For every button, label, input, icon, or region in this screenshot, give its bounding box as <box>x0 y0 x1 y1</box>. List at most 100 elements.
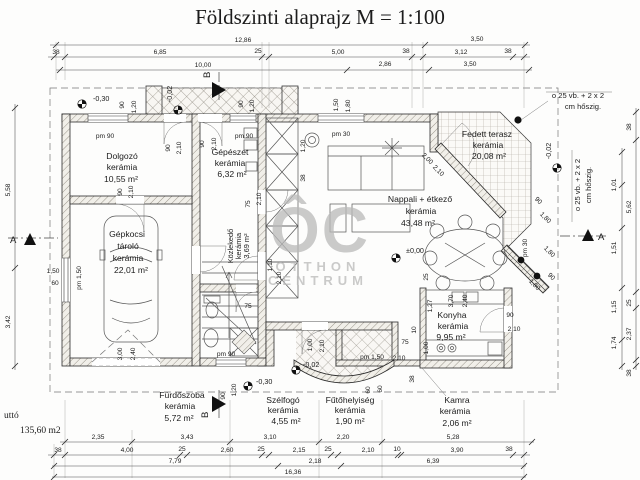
dim-label: 38 <box>54 447 62 454</box>
dim-label: 2,10 <box>319 339 326 352</box>
dim-label: 60 <box>51 280 59 287</box>
dim-label: 1,20 <box>131 100 138 113</box>
room-szelfogo: Szélfogó kerámia 4,55 m² <box>266 395 300 426</box>
room-area: 4,55 m² <box>271 416 300 426</box>
mechanical-units <box>243 127 258 172</box>
room-kozlekedo: Közlekedő kerámia 3,69 m² <box>226 229 251 264</box>
room-kamra: Kamra kerámia 2,06 m² <box>421 367 472 428</box>
dim-label: 90 <box>119 101 126 109</box>
dim-label: 2,40 <box>462 294 469 307</box>
dim-label: pm 90 <box>217 351 236 358</box>
dim-label: 90 <box>238 100 245 108</box>
room-material: kerámia <box>438 321 469 331</box>
dim-label: 2,35 <box>92 434 105 441</box>
dim-label: 1,80 <box>538 211 552 225</box>
dim-label: 2,10 <box>393 355 406 362</box>
dim-label: 90 <box>220 392 227 400</box>
dim-label: 2,10 <box>276 271 283 284</box>
kitchen-counters <box>425 289 505 357</box>
area-note-line1: uttó <box>4 411 19 421</box>
room-furdoszoba: Fürdőszoba kerámia 5,72 m² <box>159 390 205 423</box>
dim-label: 5,58 <box>5 183 12 196</box>
level-entry-in: -0,02 <box>303 360 319 369</box>
doors <box>92 114 512 367</box>
dim-label: 2,15 <box>293 447 306 454</box>
room-name: Gépkocsi <box>109 229 145 239</box>
level-porch: -0,02 <box>165 86 174 102</box>
insulation-side-line1: o 25 vb. + 2 x 2 <box>573 159 582 211</box>
dim-label: 60 <box>377 385 384 393</box>
dim-label: 38 <box>402 48 410 55</box>
section-b-bottom: B <box>200 412 211 418</box>
room-labels: Dolgozó kerámia 10,55 m² Gépészet kerámi… <box>104 129 512 428</box>
dim-label: 3,50 <box>471 36 484 43</box>
dim-label: 90 <box>117 188 124 196</box>
watermark-monogram: ÔC <box>270 193 370 266</box>
dim-label: 5,62 <box>626 200 633 213</box>
plant <box>382 138 402 158</box>
room-material: kerámia <box>406 206 437 216</box>
dim-label: 3,42 <box>5 315 12 328</box>
room-nappali: Nappali + étkező kerámia 43,48 m² <box>388 194 452 228</box>
dim-label: 12,86 <box>235 37 252 44</box>
dim-label: 90 <box>546 272 556 282</box>
dim-label: 2,10 <box>256 192 263 205</box>
dim-label: 90 <box>506 312 514 319</box>
dim-label: 1,74 <box>611 336 618 349</box>
dim-label: 3,90 <box>451 447 464 454</box>
car <box>91 215 163 363</box>
dim-label: 25 <box>626 299 633 307</box>
dim-label: 2,20 <box>337 434 350 441</box>
room-name: Konyha <box>437 310 466 320</box>
bathroom-fixtures <box>203 295 259 357</box>
dim-label: 3,43 <box>181 434 194 441</box>
entrance-porch <box>145 85 299 117</box>
dim-label: 60 <box>365 386 372 394</box>
dim-label: 6,85 <box>154 49 167 56</box>
dim-label: 1,27 <box>427 299 434 312</box>
dim-label: 38 <box>409 375 416 383</box>
roof-overhang-outline <box>49 87 559 393</box>
room-name: Nappali + étkező <box>388 194 452 204</box>
dim-label: 2,10 <box>211 137 218 150</box>
terrace-door-swing <box>440 122 475 167</box>
dim-label: 38 <box>626 123 633 131</box>
dining-set <box>422 214 508 291</box>
area-note-line2: 135,60 m2 <box>20 426 61 436</box>
dim-label: 2,00 <box>420 152 434 166</box>
room-material: kerámia <box>165 401 196 411</box>
dim-label: 38 <box>626 369 633 377</box>
dim-label: 75 <box>245 200 252 208</box>
room-name: Fűtőhelyiség <box>326 395 375 405</box>
room-material: kerámia <box>440 406 471 416</box>
dim-label: 3,12 <box>455 49 468 56</box>
room-konyha: Konyha kerámia 9,95 m² <box>436 310 468 342</box>
dim-label: 16,36 <box>285 469 302 476</box>
dim-label: pm 30 <box>522 239 529 258</box>
dim-label: 2,40 <box>130 347 137 360</box>
insulation-top-line2: cm hőszig. <box>565 102 601 111</box>
room-area: 5,72 m² <box>164 413 193 423</box>
room-material: kerámia <box>107 162 138 172</box>
dim-label: 2,10 <box>176 141 183 154</box>
dim-label: 1,80 <box>542 245 556 259</box>
room-area: 20,08 m² <box>472 151 506 161</box>
terrace-column <box>514 116 522 124</box>
dim-label: 25 <box>257 446 265 453</box>
room-garazs: Gépkocsi tároló kerámia 22,01 m² <box>109 229 148 275</box>
dim-label: 10,00 <box>195 62 212 69</box>
room-area: 9,95 m² <box>436 332 465 342</box>
plan-dimension-labels: pm 90 90 2,10 90 2,10 pm 90 90 1,20 90 1… <box>47 98 557 399</box>
dim-label: 2,86 <box>379 61 392 68</box>
dim-label: 3,00 <box>117 347 124 360</box>
room-area: 6,32 m² <box>217 169 246 179</box>
insulation-notes: o 25 vb. + 2 x 2 cm hőszig. o 25 vb. + 2… <box>520 91 612 222</box>
dim-label: 4,00 <box>121 447 134 454</box>
left-dimensions: 5,58 3,42 1,50 <box>5 104 19 370</box>
dim-label: 3,70 <box>448 294 455 307</box>
room-material: kerámia <box>335 405 366 415</box>
dim-label: 1,00 <box>307 338 314 351</box>
dim-label: 2,10 <box>362 447 375 454</box>
room-area: 43,48 m² <box>401 218 435 228</box>
